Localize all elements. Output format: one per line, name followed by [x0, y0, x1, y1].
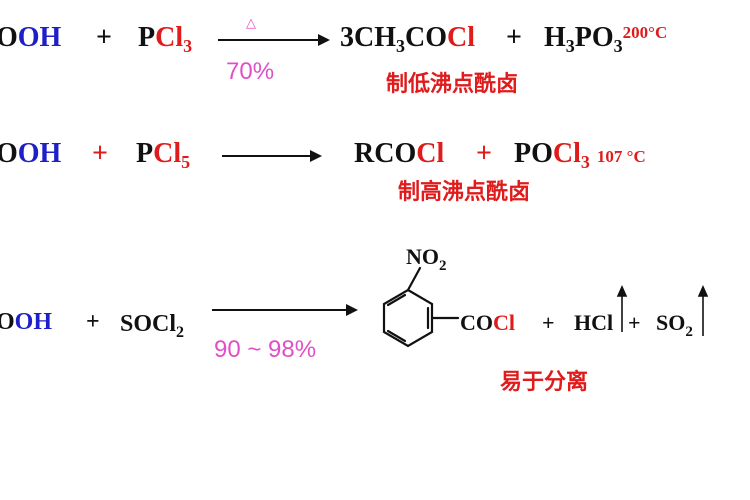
r1-reagent-p: P [138, 22, 156, 53]
r1-condition-heat: △ [246, 15, 256, 30]
gas-arrow-hcl-head [616, 285, 628, 297]
r3-plus-3: + [628, 310, 641, 335]
r3-product-co: CO [460, 310, 493, 335]
benzene-double-bond-3 [386, 293, 407, 307]
r3-no: NO [406, 244, 439, 269]
r3-acid-oh: OH [14, 309, 53, 335]
r2-byproduct-po: PO [514, 138, 553, 169]
r1-note: 制低沸点酰卤 [386, 72, 519, 97]
r3-acid-o: O [0, 309, 15, 335]
r2-product: RCOCl [354, 140, 444, 168]
r1-reagent-cl: Cl [155, 22, 184, 53]
r1-reactant-acid: OOH [0, 24, 61, 52]
bond-to-no2 [406, 266, 422, 292]
r2-reagent-p: P [136, 138, 154, 169]
r1-product-cl: Cl [447, 22, 475, 53]
r2-byproduct-cl: Cl [552, 138, 581, 169]
r3-substituent-no2: NO2 [406, 244, 447, 274]
r3-product-cl: Cl [493, 310, 515, 335]
r2-note: 制高沸点酰卤 [398, 180, 531, 205]
r1-reaction-arrow [218, 34, 330, 46]
r3-no-sub: 2 [439, 258, 447, 274]
r1-byproduct-h: H [544, 22, 566, 53]
r3-byproduct-so2: SO2 [656, 310, 693, 340]
r3-so-sub: 2 [685, 324, 693, 340]
r2-reagent-sub: 5 [181, 152, 191, 172]
r1-yield: 70% [226, 58, 275, 85]
r3-so: SO [656, 310, 686, 335]
r2-plus-2: + [476, 138, 492, 169]
r3-byproduct-hcl: HCl [574, 310, 614, 335]
r1-product: 3CH3COCl [340, 22, 475, 56]
r3-reagent-sub: 2 [176, 324, 185, 341]
r2-reaction-arrow [222, 150, 322, 162]
r2-reagent-cl: Cl [153, 138, 182, 169]
r1-product-ch: 3CH [340, 22, 396, 53]
r1-byproduct-sub1: 3 [565, 36, 575, 56]
r3-note: 易于分离 [500, 370, 589, 395]
r2-reagent-pcl5: PCl5 [136, 138, 190, 172]
r1-byproduct-sub2: 3 [613, 36, 623, 56]
r3-reagent-socl: SOCl [120, 311, 177, 337]
r2-product-rco: RCO [354, 138, 417, 169]
benzene-hexagon [382, 288, 434, 348]
r3-reaction-arrow [212, 304, 358, 316]
r3-reactant-acid: OOH [0, 310, 52, 334]
r2-product-cl: Cl [416, 138, 445, 169]
gas-arrow-so2-head [697, 285, 709, 297]
r1-byproduct: H3PO3200°C [544, 22, 668, 56]
r2-acid-o: O [0, 138, 18, 169]
r2-byproduct-bp: 107 °C [596, 147, 646, 166]
r2-plus-1: + [92, 138, 108, 169]
r2-byproduct: POCl3 107 °C [514, 138, 646, 172]
r1-reagent-sub: 3 [183, 36, 193, 56]
r1-plus-1: + [96, 22, 112, 53]
r1-plus-2: + [506, 22, 522, 53]
r3-yield: 90 ~ 98% [214, 336, 317, 363]
r1-reagent-pcl3: PCl3 [138, 22, 192, 56]
r3-plus-2: + [542, 310, 555, 335]
r1-product-sub: 3 [396, 36, 405, 56]
r2-byproduct-sub: 3 [580, 152, 590, 172]
r2-reactant-acid: OOH [0, 140, 61, 168]
r1-product-co: CO [405, 22, 447, 53]
r3-reagent-socl2: SOCl2 [120, 311, 184, 341]
r3-plus-1: + [86, 309, 100, 335]
benzene-double-bond-2 [386, 329, 407, 343]
r3-product-cocl: COCl [460, 312, 515, 334]
r1-byproduct-po: PO [574, 22, 614, 53]
r1-byproduct-bp: 200°C [622, 23, 668, 42]
r2-acid-oh: OH [17, 138, 62, 169]
r1-acid-oh: OH [17, 22, 62, 53]
r1-acid-o: O [0, 22, 18, 53]
